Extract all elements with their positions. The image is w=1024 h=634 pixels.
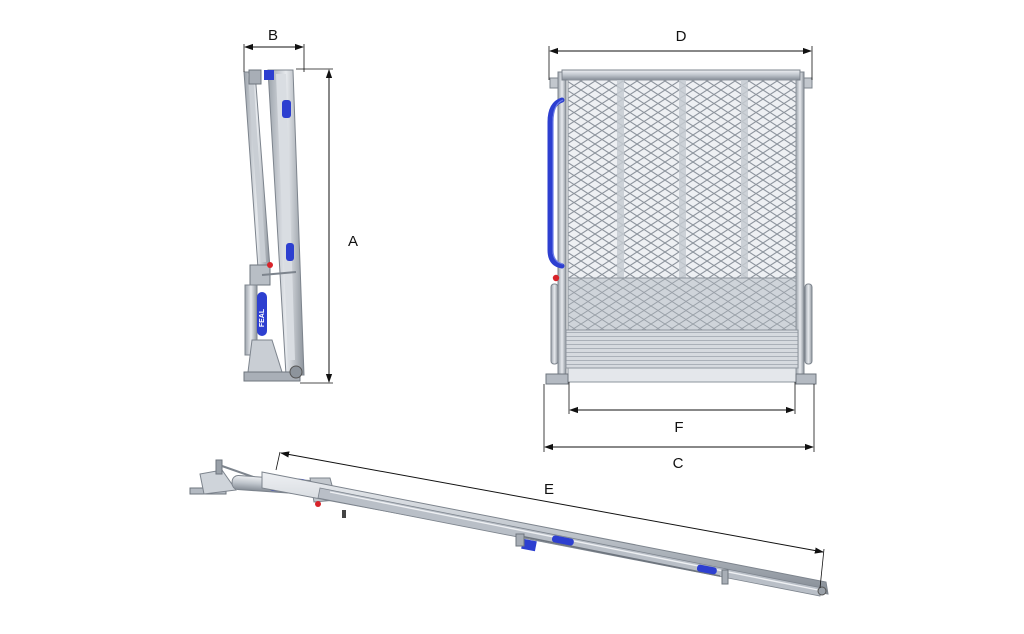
dimension-e: E	[275, 451, 825, 589]
dimension-label-d: D	[676, 28, 687, 45]
dimension-label-f: F	[674, 419, 683, 436]
dimension-f: F	[568, 382, 796, 436]
dimension-b: B	[243, 27, 305, 72]
dimension-d: D	[548, 28, 813, 80]
front-view-ramp	[545, 69, 817, 385]
dimension-label-b: B	[268, 27, 278, 44]
side-brand-text: FEAL	[259, 308, 266, 327]
dimension-label-c: C	[673, 455, 684, 472]
deployed-side-view: FEAL	[189, 459, 829, 597]
dimension-label-e: E	[544, 481, 554, 498]
side-view-folded: FEAL	[243, 69, 305, 382]
dimension-a: A	[296, 68, 358, 384]
dimension-label-a: A	[348, 233, 358, 250]
